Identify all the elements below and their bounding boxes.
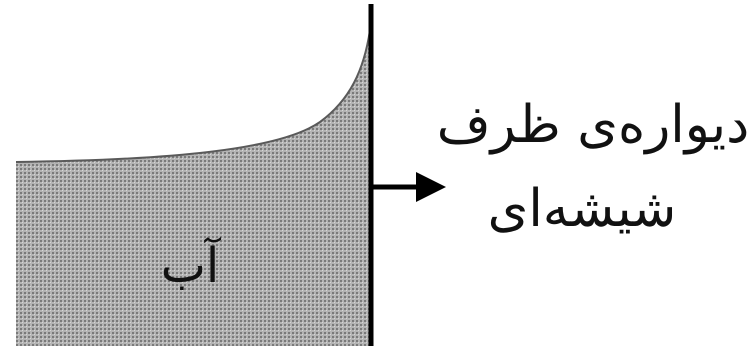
wall-label-line2: شیشه‌ای: [488, 179, 677, 239]
water-region: [16, 30, 370, 346]
water-label: آب: [161, 236, 222, 294]
wall-label-line1: دیواره‌ی ظرف: [437, 95, 750, 155]
pointer-arrow-head: [416, 172, 446, 202]
